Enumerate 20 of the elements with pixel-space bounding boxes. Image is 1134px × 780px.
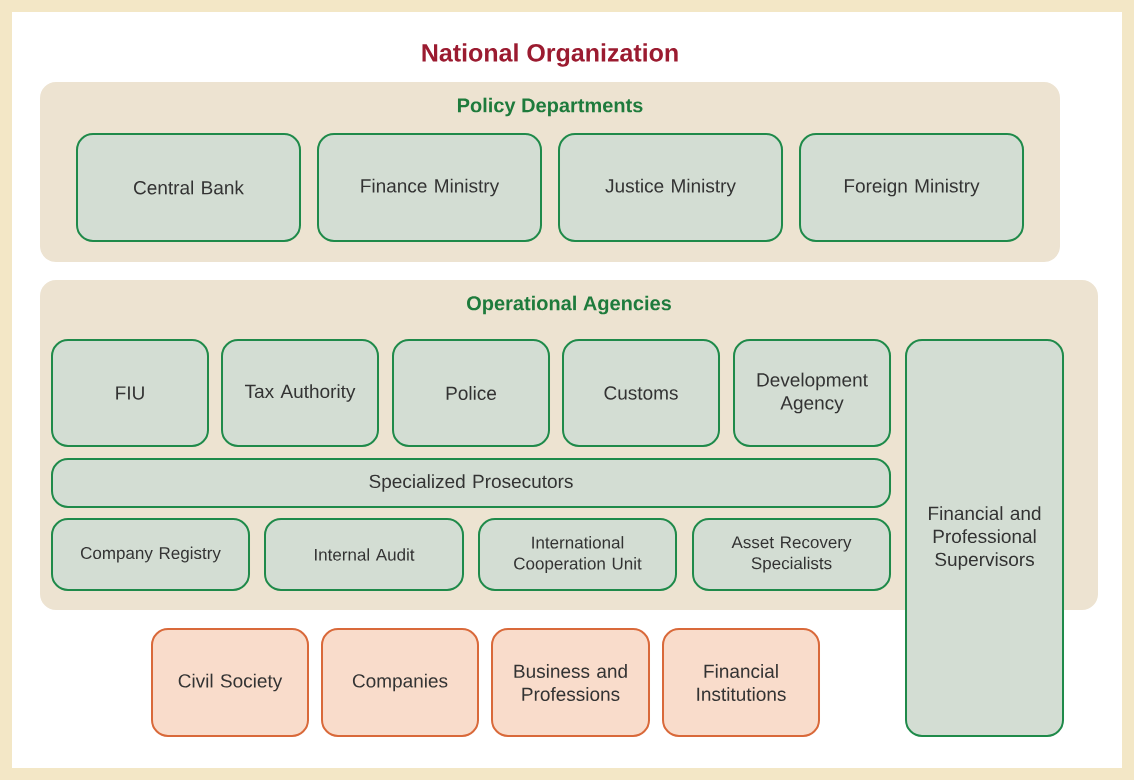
agency-box: Company Registry — [51, 518, 250, 591]
diagram-title: National Organization — [422, 43, 678, 67]
agency-box: Finance Ministry — [317, 133, 542, 242]
stakeholder-box: Companies — [321, 628, 479, 737]
agency-box: International Cooperation Unit — [478, 518, 677, 591]
agency-box: Central Bank — [76, 133, 301, 242]
stakeholder-box: Financial Institutions — [662, 628, 820, 737]
agency-box: Tax Authority — [221, 339, 379, 447]
agency-box: FIU — [51, 339, 209, 447]
agency-box: Financial and Professional Supervisors — [905, 339, 1064, 737]
agency-box: Development Agency — [733, 339, 891, 447]
agency-box: Specialized Prosecutors — [51, 458, 891, 508]
agency-box: Justice Ministry — [558, 133, 783, 242]
agency-box: Internal Audit — [264, 518, 464, 591]
agency-box: Police — [392, 339, 550, 447]
stakeholder-box: Civil Society — [151, 628, 309, 737]
agency-box: Foreign Ministry — [799, 133, 1024, 242]
agency-box: Customs — [562, 339, 720, 447]
stakeholder-box: Business and Professions — [491, 628, 650, 737]
agency-box: Asset Recovery Specialists — [692, 518, 891, 591]
